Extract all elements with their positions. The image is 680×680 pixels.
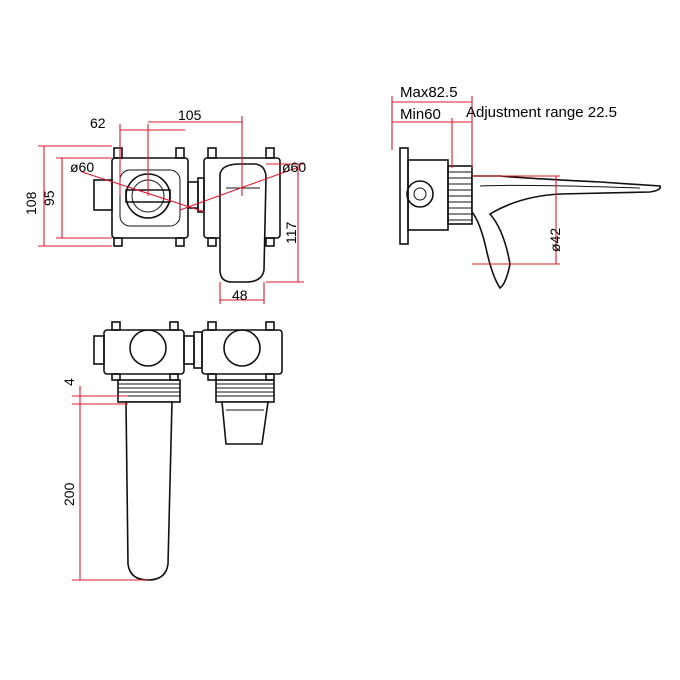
threaded-sleeve <box>447 165 473 225</box>
top-dimensions <box>72 386 148 581</box>
dim-108-label: 108 <box>23 191 39 215</box>
dim-95-label: 95 <box>41 190 57 206</box>
front-dimensions <box>38 116 304 304</box>
dia-left-label: ø60 <box>70 159 94 175</box>
max-label: Max82.5 <box>400 84 458 101</box>
spout-top <box>125 401 173 581</box>
dim-4-label: 4 <box>61 378 77 386</box>
dia-right-label: ø60 <box>282 159 306 175</box>
dim-48-label: 48 <box>232 287 248 303</box>
side-view: Max82.5 Min60 Adjustment range 22.5 ø42 <box>391 84 662 290</box>
right-spout-box <box>203 147 281 283</box>
handle-top <box>221 401 269 445</box>
front-view: 62 105 108 95 ø60 ø60 117 48 <box>23 107 306 304</box>
adjustment-range-label: Adjustment range 22.5 <box>466 104 617 121</box>
side-dimensions <box>391 96 560 265</box>
spout-profile <box>471 175 662 290</box>
top-view: 4 200 <box>61 321 283 581</box>
top-left-box <box>93 321 185 381</box>
top-right-box <box>201 321 283 381</box>
min-label: Min60 <box>400 106 441 123</box>
dia-42-label: ø42 <box>547 228 563 252</box>
dim-62-label: 62 <box>90 115 106 131</box>
dim-200-label: 200 <box>61 482 77 506</box>
dim-105-label: 105 <box>178 107 202 123</box>
dim-117-label: 117 <box>283 221 299 244</box>
left-mixer-box <box>93 147 189 247</box>
